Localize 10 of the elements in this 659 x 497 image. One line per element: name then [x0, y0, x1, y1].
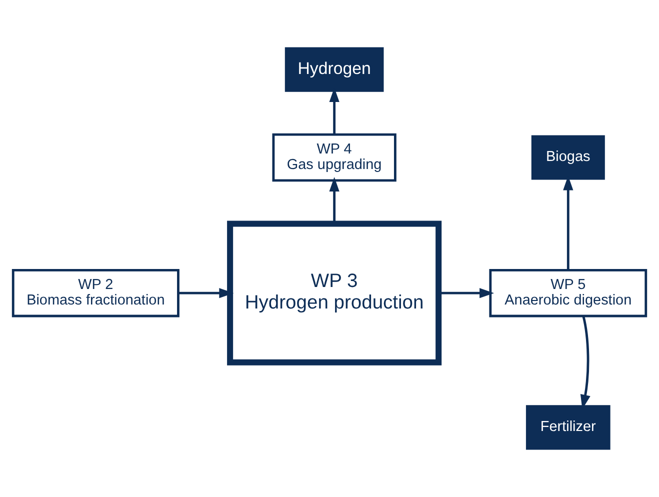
- arrow: [178, 288, 234, 298]
- node-box: WP 5 Anaerobic digestion: [489, 269, 648, 318]
- node-box: Fertilizer: [526, 405, 610, 450]
- arrow: [329, 177, 340, 224]
- node-box: Hydrogen: [284, 47, 384, 92]
- arrow: [438, 288, 494, 298]
- node-box: WP 4 Gas upgrading: [272, 133, 396, 182]
- node-box: WP 2 Biomass fractionation: [12, 269, 180, 318]
- node-box: Biogas: [531, 135, 605, 180]
- node-box: WP 3 Hydrogen production: [227, 220, 442, 366]
